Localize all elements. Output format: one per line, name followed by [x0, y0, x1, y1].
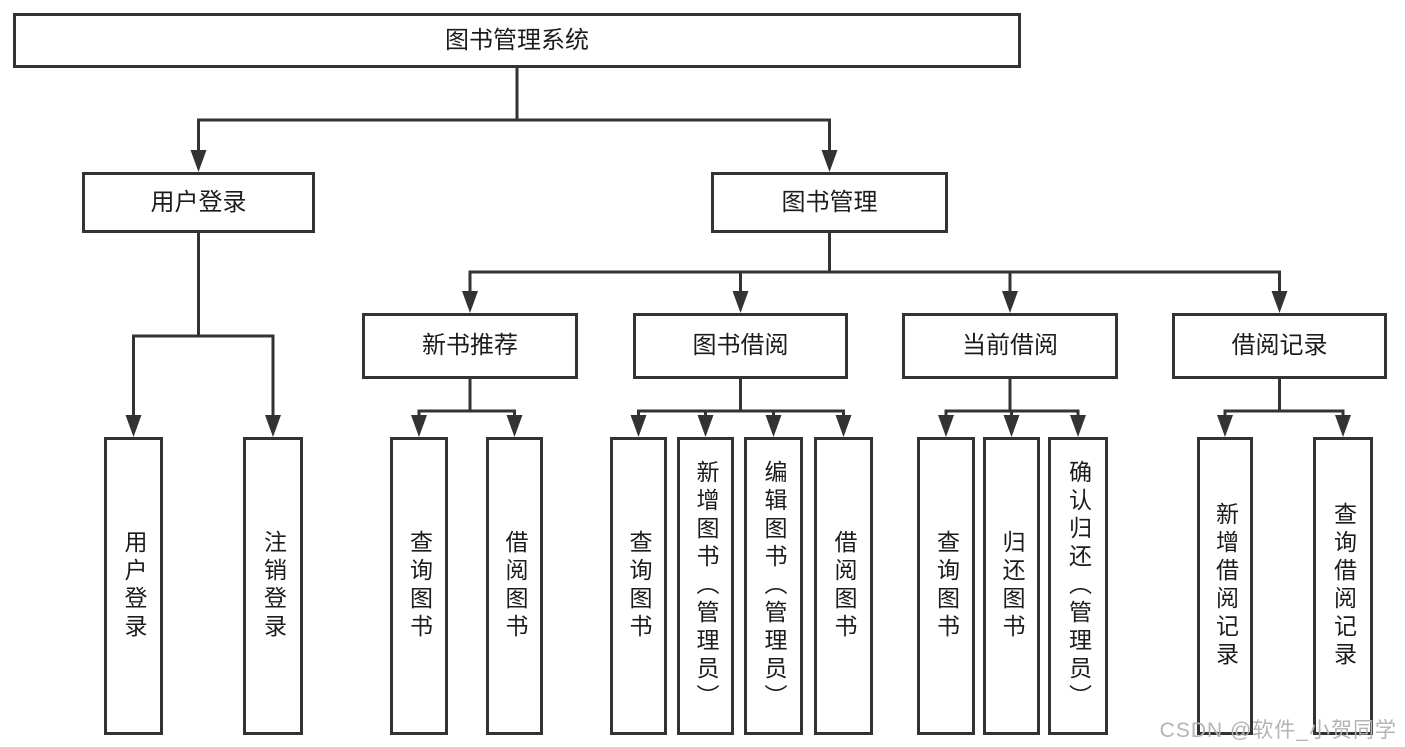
leaf-borrow-books-recommend: 借阅图书: [486, 437, 543, 735]
node-user-login-branch: 用户登录: [82, 172, 315, 233]
leaf-confirm-return-admin: 确认归还（管理员）: [1048, 437, 1108, 735]
node-label: 新书推荐: [422, 332, 518, 359]
node-label: 新增借阅记录: [1212, 502, 1239, 670]
leaf-query-books-recommend: 查询图书: [390, 437, 448, 735]
leaf-borrow-books: 借阅图书: [814, 437, 873, 735]
node-label: 查询图书: [933, 530, 960, 642]
node-book-management-branch: 图书管理: [711, 172, 948, 233]
leaf-query-borrow-record: 查询借阅记录: [1313, 437, 1373, 735]
node-label: 图书管理系统: [445, 26, 589, 54]
node-label: 借阅图书: [502, 530, 528, 642]
node-label: 当前借阅: [962, 332, 1058, 359]
leaf-user-login: 用户登录: [104, 437, 163, 735]
node-label: 借阅记录: [1231, 332, 1328, 359]
node-label: 图书借阅: [692, 332, 789, 359]
node-label: 查询借阅记录: [1330, 502, 1357, 670]
node-label: 借阅图书: [831, 530, 857, 642]
node-current-borrowing: 当前借阅: [902, 313, 1118, 379]
node-label: 注销登录: [260, 530, 287, 642]
node-label: 编辑图书（管理员）: [761, 460, 787, 712]
leaf-return-books: 归还图书: [983, 437, 1040, 735]
node-label: 图书管理: [781, 188, 878, 216]
node-book-borrowing: 图书借阅: [633, 313, 848, 379]
node-label: 新增图书（管理员）: [693, 460, 719, 712]
node-system-root: 图书管理系统: [13, 13, 1021, 68]
leaf-edit-books-admin: 编辑图书（管理员）: [744, 437, 803, 735]
leaf-query-books-borrowing: 查询图书: [610, 437, 667, 735]
node-borrowing-records: 借阅记录: [1172, 313, 1387, 379]
csdn-watermark: CSDN @软件_小贺同学: [1159, 719, 1397, 742]
node-label: 确认归还（管理员）: [1065, 460, 1092, 712]
node-new-book-recommendation: 新书推荐: [362, 313, 578, 379]
leaf-query-books-current: 查询图书: [917, 437, 975, 735]
node-label: 查询图书: [406, 530, 433, 642]
node-label: 归还图书: [999, 530, 1025, 642]
leaf-add-borrow-record: 新增借阅记录: [1197, 437, 1253, 735]
leaf-logout: 注销登录: [243, 437, 303, 735]
node-label: 查询图书: [626, 530, 652, 642]
node-label: 用户登录: [150, 188, 247, 216]
leaf-add-books-admin: 新增图书（管理员）: [677, 437, 734, 735]
node-label: 用户登录: [121, 530, 147, 642]
